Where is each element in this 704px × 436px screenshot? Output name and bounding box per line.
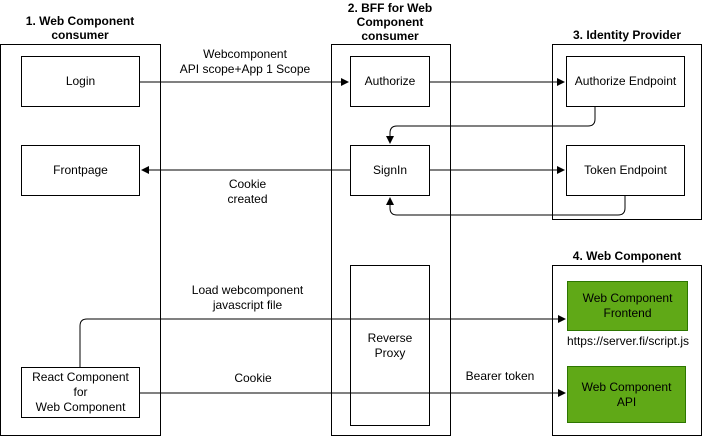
lane-title-bff: 2. BFF for Web Component consumer	[330, 1, 450, 43]
wc-api-box: Web Component API	[567, 366, 686, 423]
login-box: Login	[21, 56, 140, 107]
wc-frontend-line2: Frontend	[603, 306, 652, 320]
label-scope-line1: Webcomponent	[203, 47, 287, 61]
lane-title-bff-line2: Component	[356, 15, 424, 29]
authorize-box: Authorize	[350, 56, 430, 107]
label-load-webcomponent: Load webcomponent javascript file	[170, 283, 325, 313]
lane-title-idp: 3. Identity Provider	[572, 28, 682, 42]
wc-api-line2: API	[616, 394, 637, 409]
react-component-line3: Web Component	[35, 400, 126, 414]
label-scope-line2: API scope+App 1 Scope	[179, 62, 311, 76]
reverse-proxy-line2: Proxy	[374, 345, 406, 360]
token-endpoint-box: Token Endpoint	[566, 145, 685, 196]
label-bearer-token: Bearer token	[465, 369, 535, 383]
arrow-token-to-signin	[386, 196, 626, 216]
signin-box: SignIn	[350, 145, 430, 196]
lane-title-webcomponent: 4. Web Component	[572, 249, 682, 263]
wc-frontend-line1: Web Component	[582, 291, 673, 305]
lane-title-consumer: 1. Web Component consumer	[0, 14, 160, 42]
react-component-box: React Component for Web Component	[21, 367, 140, 418]
arrow-endpoint-to-signin	[386, 107, 596, 144]
lane-title-bff-line1: 2. BFF for Web	[347, 1, 433, 15]
label-load-line1: Load webcomponent	[191, 283, 304, 297]
wc-frontend-box: Web Component Frontend	[567, 281, 688, 331]
label-scope: Webcomponent API scope+App 1 Scope	[160, 47, 330, 77]
frontpage-box: Frontpage	[21, 145, 140, 196]
label-load-line2: javascript file	[212, 298, 283, 312]
label-cookie-created: Cookie created	[200, 177, 295, 207]
label-cookie-created-line1: Cookie	[228, 177, 267, 191]
arrow-react-to-frontend	[79, 315, 566, 367]
react-component-line1: React Component	[32, 370, 129, 384]
label-cookie-created-line2: created	[227, 192, 268, 206]
authorize-endpoint-box: Authorize Endpoint	[566, 56, 685, 107]
lane-title-consumer-line1: 1. Web Component	[25, 14, 135, 28]
react-component-line2: for	[73, 385, 88, 399]
label-cookie: Cookie	[234, 371, 272, 385]
lane-title-consumer-line2: consumer	[51, 28, 109, 42]
label-script-url: https://server.fi/script.js	[566, 334, 690, 348]
reverse-proxy-line1: Reverse	[367, 330, 413, 345]
reverse-proxy-box: Reverse Proxy	[350, 265, 430, 426]
wc-api-line1: Web Component	[581, 379, 672, 394]
lane-title-bff-line3: consumer	[361, 29, 419, 43]
